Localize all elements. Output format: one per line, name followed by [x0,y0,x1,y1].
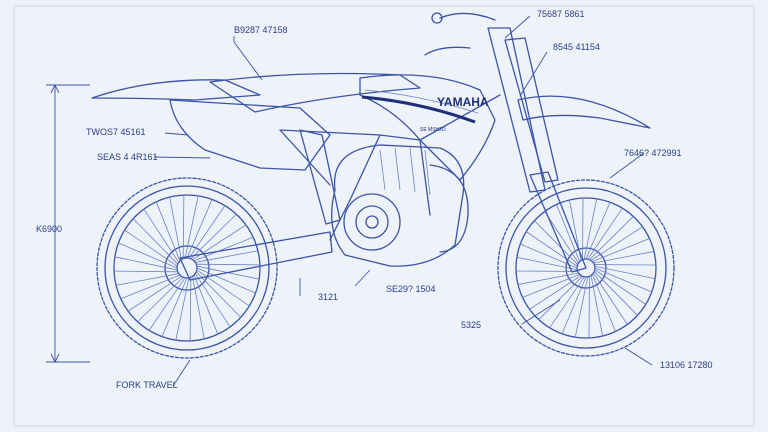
rear-wheel [96,177,278,359]
spoke [124,229,178,267]
spoke [143,208,180,263]
spoke [589,216,634,260]
spoke [516,256,578,271]
spoke [592,238,650,263]
spoke [189,277,192,341]
callout-front-wheel: 7646? 472991 [624,148,682,158]
shroud-stripe [361,95,476,124]
spoke [190,213,237,260]
front-wheel [497,179,675,357]
spoke [161,277,188,337]
spoke [549,276,585,329]
spoke [594,265,656,280]
spoke [544,211,579,264]
spoke [120,274,181,300]
spoke [193,236,254,262]
spoke [132,218,179,265]
spoke [148,277,186,331]
spoke [538,276,583,320]
spoke [186,199,213,259]
spoke [590,275,603,337]
spoke [594,271,638,316]
callout-fork-top: 8545 41154 [553,42,600,52]
spoke [591,274,616,332]
callout-side-panel: TWOS7 45161 [86,127,146,137]
spoke [184,195,199,259]
leader-lines [153,15,653,387]
spoke [529,275,582,310]
spoke [192,276,205,339]
spoke [118,242,178,269]
spoke [587,207,623,260]
spoke [196,267,256,294]
spoke [590,226,643,261]
spoke [574,276,589,338]
callout-front-bottom: 13106 17280 [660,360,713,370]
spoke [155,201,181,262]
spoke [594,267,652,293]
spoke [175,277,190,341]
callout-swingarm: 3121 [318,292,338,302]
spoke [137,276,184,323]
spoke [556,204,581,262]
spoke [195,250,258,263]
spoke [525,231,578,267]
spoke [585,202,611,260]
callout-engine: SE29? 1504 [386,284,436,294]
spoke [593,272,628,325]
seat [209,72,421,113]
height-dimension [46,83,90,364]
spoke [114,270,178,273]
brand-logo: YAMAHA [437,95,489,109]
spoke [127,275,182,312]
engine [331,144,469,267]
spoke [583,198,598,260]
callout-top-bars: 75687 5861 [537,9,585,19]
front-fork [487,27,587,273]
spoke [561,276,587,334]
spoke [116,273,179,286]
spoke [188,205,226,259]
callout-top-seat: B9287 47158 [234,25,288,35]
spoke [593,251,655,264]
spoke [520,243,578,269]
spoke [193,274,219,335]
callout-fork-travel: FORK TRAVEL [116,380,178,390]
spoke [522,273,580,298]
spoke [594,269,647,305]
spoke [194,273,231,328]
side-panel [169,99,331,171]
spoke [195,271,242,318]
spoke [517,272,579,285]
spoke [114,256,178,271]
spoke [196,263,260,266]
spoke [169,197,182,260]
handlebar [424,12,496,56]
callout-left-height: K6900 [36,224,62,234]
frame [279,94,501,241]
front-fender [517,95,651,129]
callout-front-hub: 5325 [461,320,481,330]
swingarm [179,231,333,281]
callout-rear-fender: SEAS 4 4R161 [97,152,158,162]
rear-fender [91,79,261,101]
spoke [196,269,250,307]
spoke [182,195,185,259]
spoke [534,220,578,265]
decal-small: SE MSH2D [420,127,446,133]
tank-shroud [359,74,496,181]
